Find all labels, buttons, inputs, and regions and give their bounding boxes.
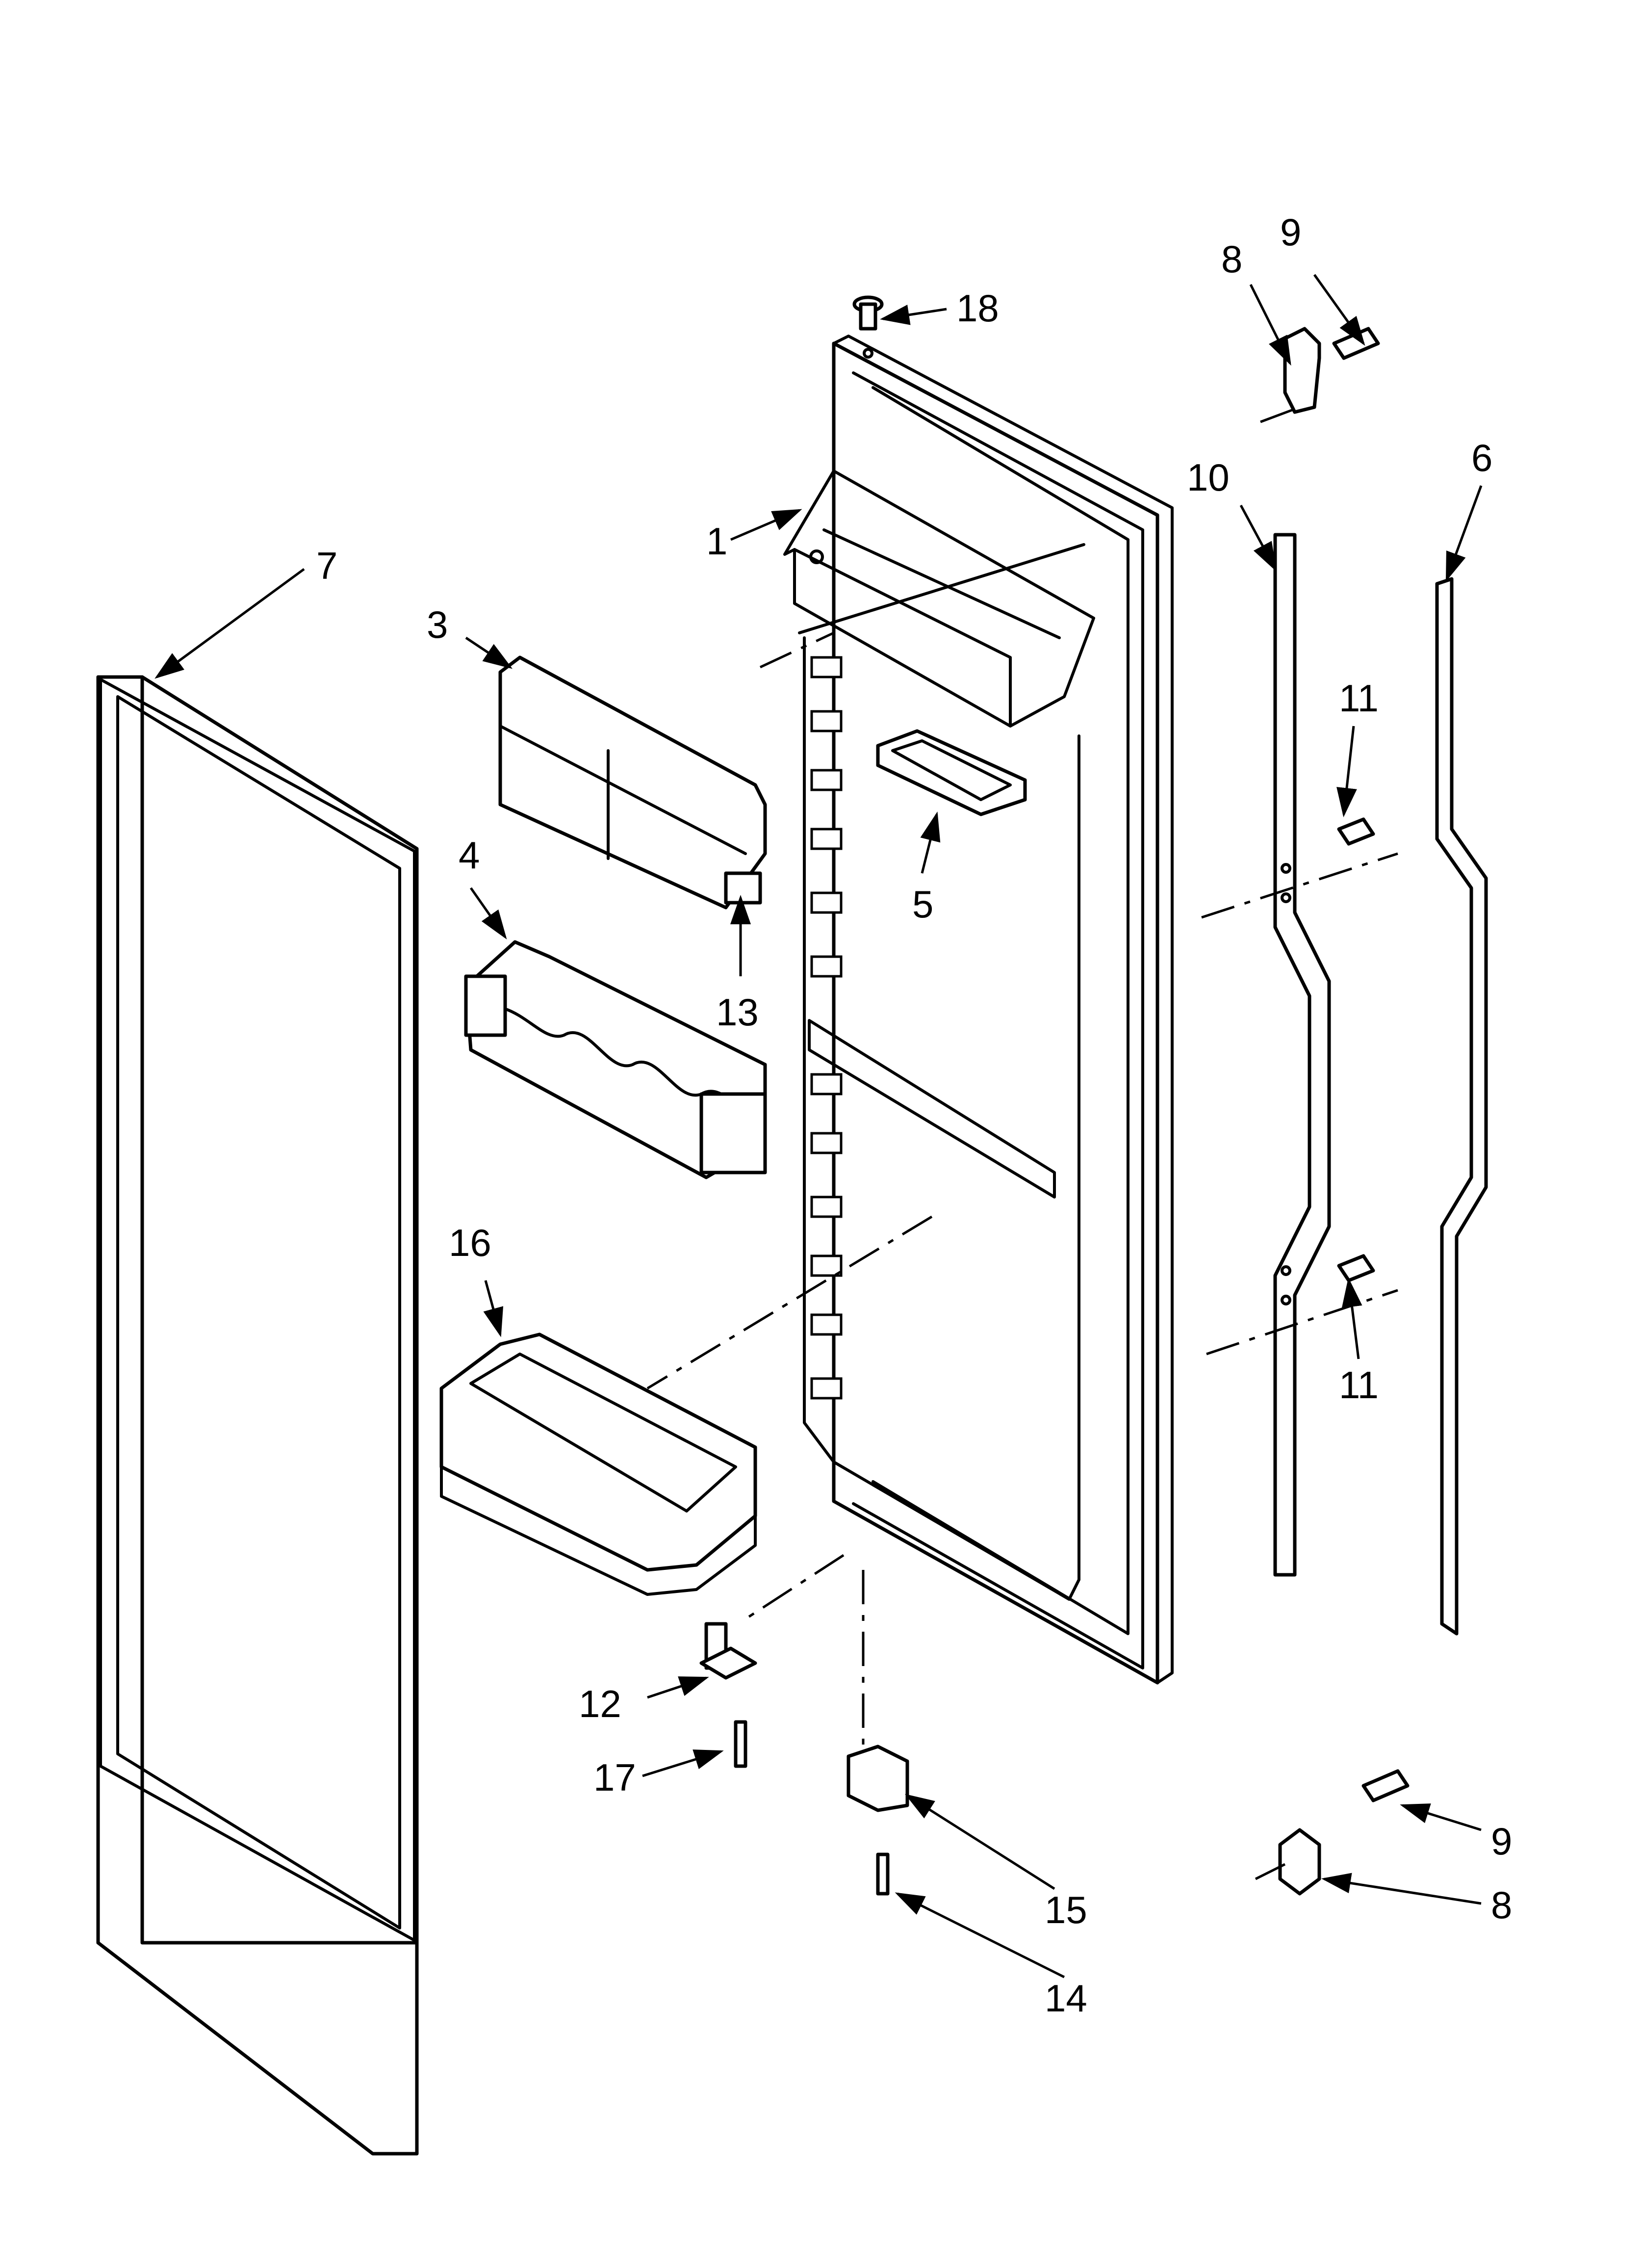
can-rack-part[interactable]	[464, 940, 767, 1179]
dispenser-cover-part[interactable]	[498, 655, 767, 910]
hinge-bracket-top-part[interactable]	[1283, 327, 1321, 414]
callout-leaders	[154, 274, 1483, 1979]
callout-8-bottom: 8	[1491, 1883, 1512, 1927]
callout-10: 10	[1187, 456, 1230, 499]
callout-12: 12	[579, 1682, 621, 1725]
door-bin-part[interactable]	[439, 1332, 757, 1596]
callout-15: 15	[1045, 1888, 1087, 1931]
callout-13: 13	[716, 991, 759, 1034]
callout-18: 18	[956, 287, 999, 330]
callout-6: 6	[1471, 436, 1492, 479]
door-liner-part[interactable]	[783, 335, 1174, 1685]
hinge-bracket-bottom-part[interactable]	[1278, 1828, 1321, 1896]
hinge-bracket-15-part[interactable]	[847, 1745, 909, 1812]
callout-4: 4	[459, 834, 480, 877]
callout-17: 17	[593, 1756, 636, 1799]
callout-1: 1	[706, 520, 727, 563]
seal-strip-part[interactable]	[1435, 577, 1488, 1636]
screw-17-part[interactable]	[734, 1720, 747, 1768]
plug-part[interactable]	[852, 295, 884, 359]
screw-11-upper-part[interactable]	[1337, 817, 1375, 846]
callout-3: 3	[427, 603, 448, 646]
callout-8-top: 8	[1221, 237, 1242, 281]
screw-11-lower-part[interactable]	[1337, 1254, 1375, 1282]
callout-14: 14	[1045, 1977, 1087, 2020]
trim-strip-part[interactable]	[1273, 533, 1331, 1577]
assembly-lines	[646, 406, 1398, 1880]
callout-7: 7	[316, 544, 337, 587]
callout-16: 16	[449, 1221, 491, 1264]
door-gasket-part[interactable]	[96, 675, 419, 2156]
callout-labels: 1 3 4 5 6 7 8 8 9 9 10 11 11 12 13 14 15…	[316, 210, 1512, 2020]
callout-9-bottom: 9	[1491, 1820, 1512, 1863]
hinge-pin-part[interactable]	[699, 1622, 757, 1680]
callout-11-upper: 11	[1339, 677, 1379, 720]
callout-11-lower: 11	[1339, 1363, 1379, 1407]
callout-5: 5	[912, 883, 933, 926]
screw-bottom-part[interactable]	[1361, 1769, 1410, 1802]
small-tray-part[interactable]	[876, 729, 1027, 816]
callout-9-top: 9	[1280, 210, 1301, 254]
screw-14-part[interactable]	[876, 1852, 890, 1896]
